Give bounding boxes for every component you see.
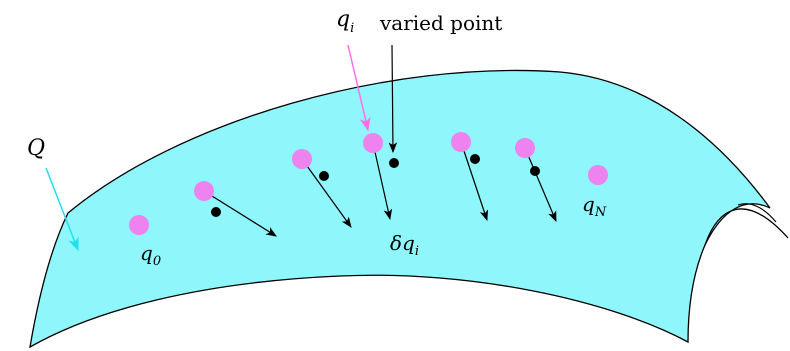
qN-label: qN: [582, 192, 607, 220]
point-q2: [292, 149, 312, 169]
variation-arrow: [460, 141, 489, 222]
varied-point-2: [319, 171, 329, 181]
surface-curl-inner: [737, 203, 777, 223]
varied-point-4: [470, 154, 480, 164]
delta-qi-label: δqi: [390, 231, 419, 259]
point-q5: [515, 138, 535, 158]
point-q1: [194, 181, 214, 201]
variation-arrows: [203, 141, 557, 237]
manifold-pointer-arrow: [45, 167, 79, 252]
point-q0: [129, 215, 149, 235]
variation-arrow: [203, 190, 277, 237]
surface-curl: [704, 208, 789, 246]
varied-point-1: [211, 207, 221, 217]
varied-points: [211, 154, 540, 217]
path-points: [129, 132, 608, 235]
point-qN: [588, 165, 608, 185]
qi-label: qi: [336, 7, 354, 36]
manifold-surface: [29, 69, 771, 349]
qi-pointer-arrow: [347, 44, 371, 132]
point-q4: [451, 132, 471, 152]
varied-point-pointer: [388, 44, 398, 154]
varied-point-label: varied point: [379, 11, 502, 35]
variation-arrow: [524, 147, 557, 222]
q0-label: q0: [140, 241, 161, 269]
variation-arrow: [301, 158, 352, 228]
varied-point-5: [530, 166, 540, 176]
varied-point-i: [389, 158, 399, 168]
point-qi: [363, 133, 383, 153]
manifold-label: Q: [27, 136, 45, 161]
variation-arrow: [372, 142, 393, 221]
